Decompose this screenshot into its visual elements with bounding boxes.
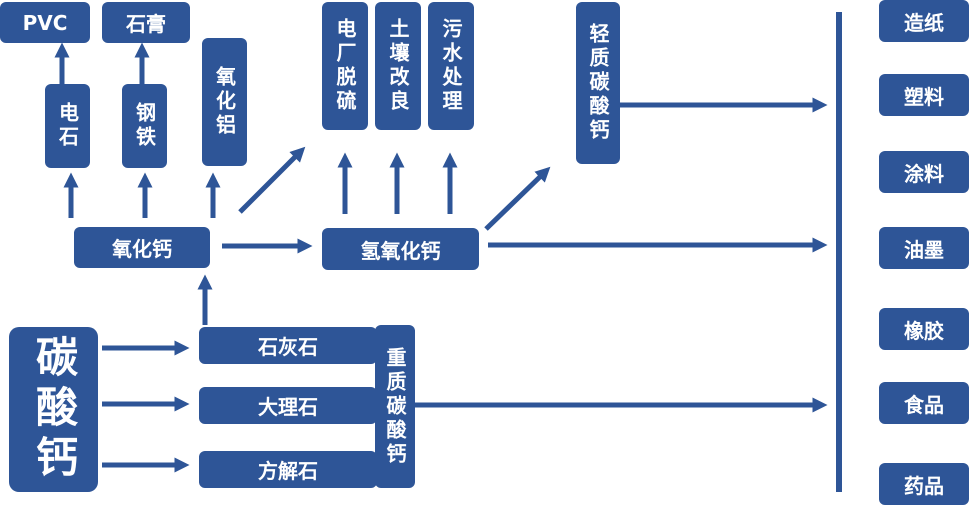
app-plastics: 塑料 — [879, 74, 969, 116]
node-carbide: 电石 — [45, 84, 90, 168]
node-caoh2: 氢氧化钙 — [322, 228, 479, 270]
node-limestone: 石灰石 — [199, 327, 377, 364]
node-gypsum: 石膏 — [102, 2, 190, 43]
app-food: 食品 — [879, 382, 969, 424]
app-medicine: 药品 — [879, 463, 969, 505]
app-coatings: 涂料 — [879, 151, 969, 193]
node-steel: 钢铁 — [122, 84, 167, 168]
applications-bar — [836, 12, 842, 492]
node-marble: 大理石 — [199, 387, 377, 424]
app-papermaking: 造纸 — [879, 0, 969, 42]
app-rubber: 橡胶 — [879, 308, 969, 350]
node-soil: 土壤改良 — [375, 2, 421, 130]
arrow-cao-to-caoh2-diagonal — [238, 146, 306, 214]
arrow-caoh2-to-light-caco3 — [484, 166, 551, 231]
node-cao: 氧化钙 — [74, 227, 210, 268]
node-heavy-caco3: 重质碳酸钙 — [375, 325, 415, 488]
node-caco3: 碳酸钙 — [9, 327, 98, 492]
node-alumina: 氧化铝 — [202, 38, 247, 166]
node-desulfurization: 电厂脱硫 — [322, 2, 368, 130]
node-calcite: 方解石 — [199, 451, 377, 488]
node-pvc: PVC — [0, 2, 90, 43]
node-sewage: 污水处理 — [428, 2, 474, 130]
node-light-caco3: 轻质碳酸钙 — [576, 2, 620, 164]
app-ink: 油墨 — [879, 227, 969, 269]
